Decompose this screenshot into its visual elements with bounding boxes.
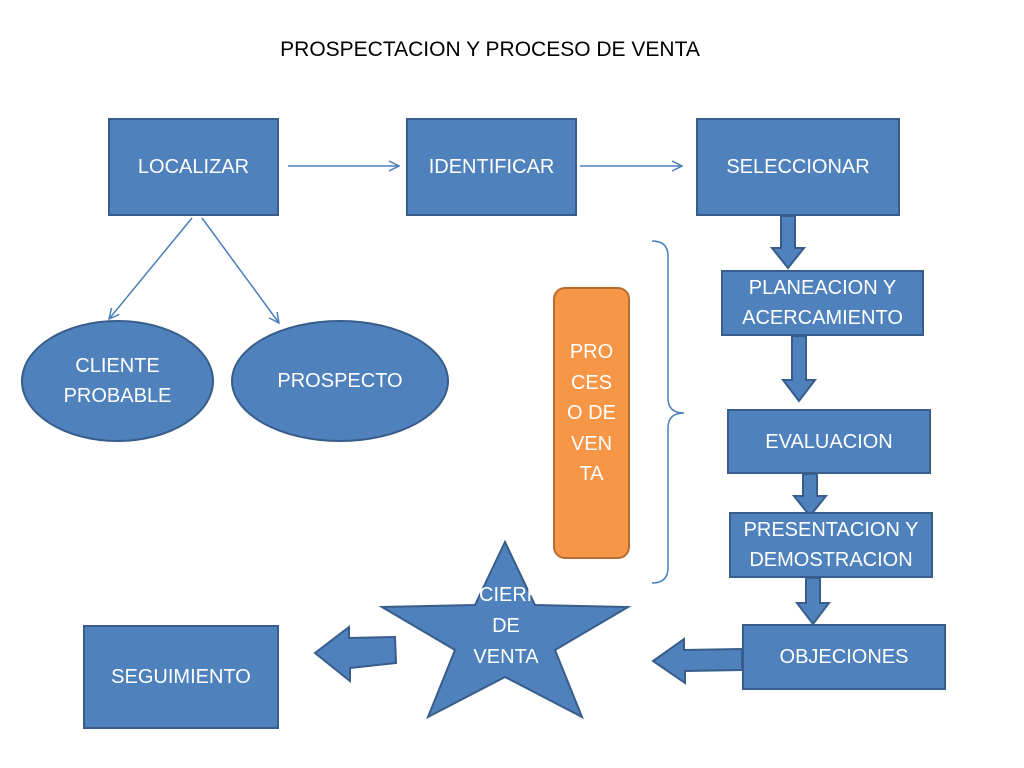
cierre-line-2: DE	[492, 615, 520, 637]
prospecto-label: PROSPECTO	[277, 370, 403, 392]
cierre-line-1: CIERRE	[479, 584, 541, 606]
localizar-label: LOCALIZAR	[137, 156, 250, 178]
cierre-line-3: VENTA	[473, 646, 539, 668]
diagram-title: PROSPECTACION Y PROCESO DE VENTA	[280, 38, 700, 61]
arrow-objeciones-cierre	[651, 637, 743, 685]
prospecto-oval: PROSPECTO	[231, 320, 449, 442]
arrow-seleccionar-planeacion	[769, 215, 807, 270]
planeacion-line-2: ACERCAMIENTO	[742, 307, 903, 329]
cliente-probable-oval: CLIENTE PROBABLE	[21, 320, 214, 442]
planeacion-box: PLANEACION Y ACERCAMIENTO	[721, 270, 924, 336]
planeacion-line-1: PLANEACION Y	[748, 277, 897, 299]
objeciones-label: OBJECIONES	[779, 646, 909, 668]
arrow-localizar-prospecto	[201, 217, 279, 323]
presentacion-line-2: DEMOSTRACION	[749, 549, 913, 571]
presentacion-box: PRESENTACION Y DEMOSTRACION	[729, 512, 933, 578]
seleccionar-box: SELECCIONAR	[696, 118, 900, 216]
arrow-presentacion-objeciones	[794, 577, 832, 626]
cliente-probable-line-2: PROBABLE	[63, 385, 172, 407]
presentacion-line-1: PRESENTACION Y	[743, 519, 919, 541]
seguimiento-box: SEGUIMIENTO	[83, 625, 279, 729]
evaluacion-box: EVALUACION	[727, 409, 931, 474]
cierre-de-venta-label: CIERRE DE VENTA	[456, 580, 556, 673]
objeciones-box: OBJECIONES	[742, 624, 946, 690]
arrow-evaluacion-presentacion	[791, 473, 829, 518]
localizar-box: LOCALIZAR	[108, 118, 279, 216]
cliente-probable-line-1: CLIENTE	[75, 355, 160, 377]
seguimiento-label: SEGUIMIENTO	[111, 666, 251, 688]
seleccionar-label: SELECCIONAR	[726, 156, 870, 178]
evaluacion-label: EVALUACION	[765, 430, 893, 453]
identificar-label: IDENTIFICAR	[428, 156, 555, 178]
arrow-planeacion-evaluacion	[780, 335, 818, 403]
identificar-box: IDENTIFICAR	[406, 118, 577, 216]
proceso-de-venta-label: PROCESO DE VENTA	[567, 341, 616, 485]
arrow-localizar-cliente	[109, 217, 193, 319]
proceso-de-venta-box: PROCESO DE VENTA	[553, 287, 630, 559]
star-cierre-de-venta	[378, 539, 632, 720]
bracket	[651, 240, 685, 584]
arrow-cierre-seguimiento	[313, 624, 398, 684]
